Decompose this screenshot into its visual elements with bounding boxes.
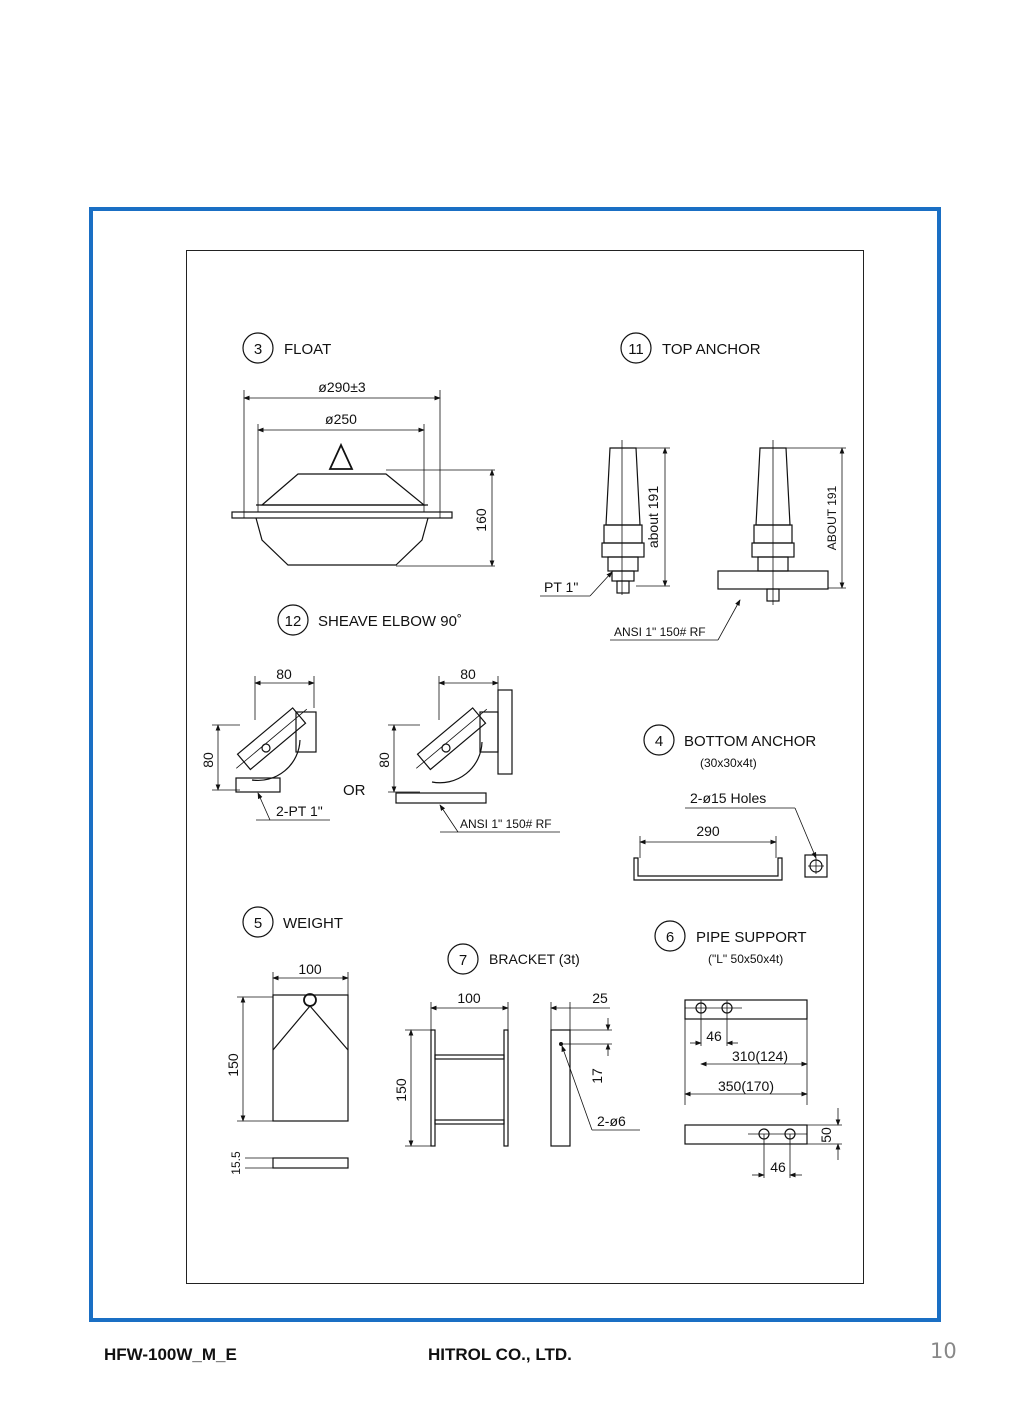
float-drawing: 3 FLOAT ø290±3 ø250 160 <box>231 332 495 567</box>
pipe-support-title: PIPE SUPPORT <box>696 929 807 946</box>
bracket-number-circle <box>447 943 479 975</box>
float-dim-inner: ø250 <box>325 411 357 427</box>
weight-drawing: 5 WEIGHT 100 150 15.5 <box>225 906 349 1175</box>
bottom-anchor-sub: (30x30x4t) <box>700 756 757 770</box>
top-anchor-label-ansi: ANSI 1" 150# RF <box>614 625 706 639</box>
weight-dim-h: 150 <box>225 1053 241 1077</box>
sheave-number: 12 <box>285 613 302 630</box>
float-dim-height: 160 <box>473 508 489 532</box>
weight-number: 5 <box>254 915 262 932</box>
bottom-anchor-drawing: 4 BOTTOM ANCHOR (30x30x4t) 2-ø15 Holes 2… <box>633 724 828 881</box>
float-lower-body <box>255 517 429 566</box>
float-number: 3 <box>254 341 262 358</box>
top-anchor-label-pt: PT 1" <box>544 579 578 595</box>
top-anchor-dim-left: about 191 <box>645 486 661 548</box>
bracket-title: BRACKET (3t) <box>489 951 580 967</box>
top-anchor-number-circle <box>620 332 652 364</box>
sheave-dim-w2: 80 <box>460 666 476 682</box>
float-title: FLOAT <box>284 341 331 358</box>
pipe-support-dim-46a: 46 <box>706 1028 722 1044</box>
bracket-holes: 2-ø6 <box>597 1113 626 1129</box>
float-flange <box>231 511 453 519</box>
float-upper-body <box>260 473 426 506</box>
drawing-sheet <box>186 250 864 1284</box>
sheave-dim-h2: 80 <box>376 752 392 768</box>
weight-dim-w: 100 <box>298 961 322 977</box>
bottom-anchor-dim-len: 290 <box>696 823 720 839</box>
sheave-label-pt: 2-PT 1" <box>276 803 323 819</box>
top-anchor-dim-right: ABOUT 191 <box>825 485 839 550</box>
bracket-number: 7 <box>459 952 467 969</box>
top-anchor-title: TOP ANCHOR <box>662 341 761 358</box>
bottom-anchor-number-circle <box>643 724 675 756</box>
pipe-support-number: 6 <box>666 929 674 946</box>
bracket-dim-17: 17 <box>589 1068 605 1084</box>
bracket-dim-side: 25 <box>592 990 608 1006</box>
pipe-support-drawing: 6 PIPE SUPPORT ("L" 50x50x4t) 46 310(124… <box>654 920 842 1178</box>
footer-doc-code: HFW-100W_M_E <box>104 1345 237 1364</box>
float-number-circle <box>242 332 274 364</box>
bottom-anchor-holes: 2-ø15 Holes <box>690 790 766 806</box>
sheave-elbow-drawing: 12 SHEAVE ELBOW 90˚ 80 80 2-PT 1" OR 80 … <box>200 604 560 833</box>
sheave-dim-h1: 80 <box>200 752 216 768</box>
pipe-support-dim-46b: 46 <box>770 1159 786 1175</box>
sheave-label-ansi: ANSI 1" 150# RF <box>460 817 552 831</box>
sheave-title: SHEAVE ELBOW 90˚ <box>318 613 462 630</box>
top-anchor-number: 11 <box>628 341 644 358</box>
sheave-number-circle <box>277 604 309 636</box>
bracket-dim-h: 150 <box>393 1078 409 1102</box>
bottom-anchor-title: BOTTOM ANCHOR <box>684 733 816 750</box>
float-dim-outer: ø290±3 <box>318 379 366 395</box>
float-hook <box>328 442 354 470</box>
pipe-support-dim-310: 310(124) <box>732 1048 788 1064</box>
pipe-support-number-circle <box>654 920 686 952</box>
weight-number-circle <box>242 906 274 938</box>
top-anchor-drawing: 11 TOP ANCHOR about 191 PT 1" ABOUT 191 … <box>540 332 846 641</box>
pipe-support-dim-350: 350(170) <box>718 1078 774 1094</box>
sheave-dim-w1: 80 <box>276 666 292 682</box>
weight-dim-t: 15.5 <box>229 1151 243 1175</box>
bottom-anchor-number: 4 <box>655 733 663 750</box>
page-frame <box>89 207 941 1322</box>
pipe-support-dim-50: 50 <box>818 1127 834 1143</box>
page-number: 10 <box>930 1339 957 1363</box>
footer-company: HITROL CO., LTD. <box>428 1345 572 1364</box>
sheave-or: OR <box>343 782 366 799</box>
weight-title: WEIGHT <box>283 915 343 932</box>
bracket-dim-w: 100 <box>457 990 481 1006</box>
pipe-support-sub: ("L" 50x50x4t) <box>708 952 783 966</box>
bracket-drawing: 7 BRACKET (3t) 100 150 25 17 2-ø6 <box>393 943 640 1147</box>
